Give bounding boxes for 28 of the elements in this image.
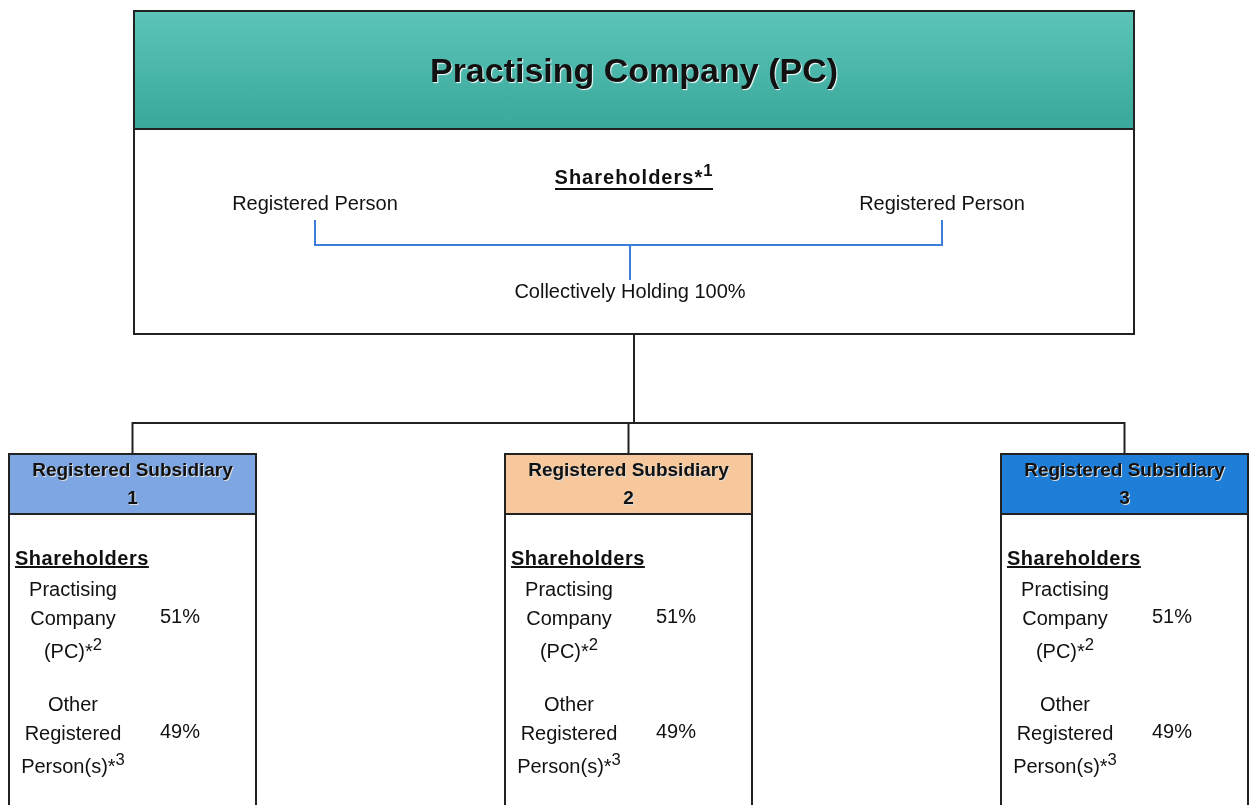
percentage: 51% bbox=[656, 604, 698, 629]
text-label: Collectively Holding 100% bbox=[480, 280, 780, 308]
box-title: Practising Company (PC) bbox=[429, 50, 839, 90]
percentage: 49% bbox=[1152, 719, 1194, 744]
subsidiary-box bbox=[504, 453, 753, 805]
box-title: Registered Subsidiary 3 bbox=[1023, 457, 1226, 510]
box-title: Registered Subsidiary 1 bbox=[31, 457, 234, 510]
subsidiary-box bbox=[8, 453, 257, 805]
percentage: 51% bbox=[160, 604, 202, 629]
percentage: 51% bbox=[1152, 604, 1194, 629]
shareholder-name: Other Registered Person(s)*$^{3}$ bbox=[1012, 692, 1118, 779]
percentage: 49% bbox=[160, 719, 202, 744]
section-heading: Shareholders bbox=[1007, 546, 1141, 571]
shareholder-name: Other Registered Person(s)*$^{3}$ bbox=[20, 692, 126, 779]
text-label: Registered Person bbox=[215, 192, 415, 220]
section-heading: Shareholders bbox=[15, 546, 149, 571]
section-heading: Shareholders bbox=[511, 546, 645, 571]
shareholder-name: Practising Company (PC)*$^{2}$ bbox=[524, 577, 614, 664]
box-title: Registered Subsidiary 2 bbox=[527, 457, 730, 510]
subsidiary-box bbox=[1000, 453, 1249, 805]
text-label: Registered Person bbox=[842, 192, 1042, 220]
shareholder-name: Practising Company (PC)*$^{2}$ bbox=[28, 577, 118, 664]
shareholder-name: Other Registered Person(s)*$^{3}$ bbox=[516, 692, 622, 779]
company-box bbox=[133, 10, 1135, 335]
percentage: 49% bbox=[656, 719, 698, 744]
shareholder-name: Practising Company (PC)*$^{2}$ bbox=[1020, 577, 1110, 664]
connector-line bbox=[629, 219, 943, 281]
section-heading: Shareholders*$^{1}$ bbox=[554, 165, 714, 190]
